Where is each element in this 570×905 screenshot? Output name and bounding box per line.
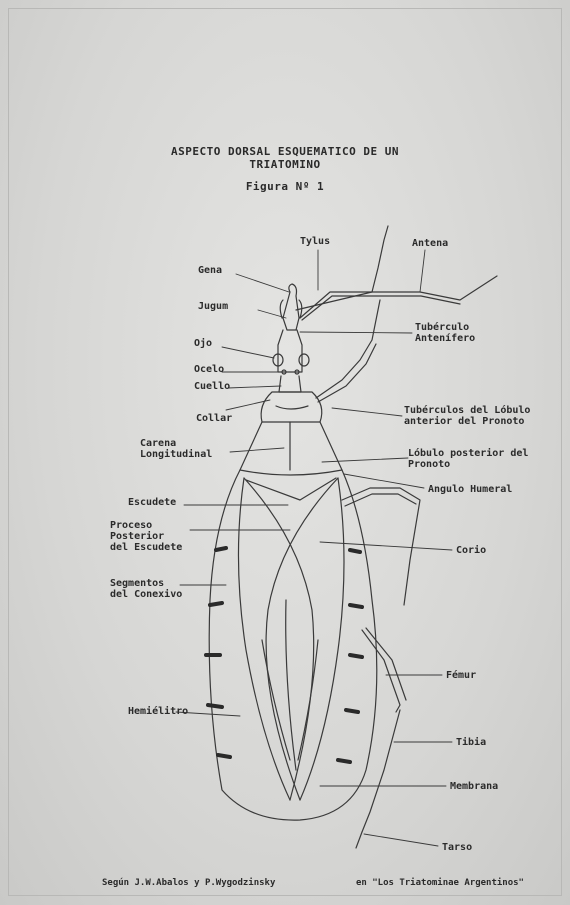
label-angulo-humeral: Angulo Humeral <box>428 484 512 495</box>
label-carena: Carena Longitudinal <box>140 438 212 460</box>
label-tuberculo-antenifero: Tubérculo Antenífero <box>415 322 475 344</box>
abdomen-outline <box>209 470 377 820</box>
hindleg-tarsus <box>356 832 362 848</box>
label-jugum: Jugum <box>198 301 228 312</box>
head-anteocular <box>278 330 302 372</box>
label-tibia: Tibia <box>456 737 486 748</box>
label-ojo: Ojo <box>194 338 212 349</box>
label-ocelo: Ocelo <box>194 364 224 375</box>
label-femur: Fémur <box>446 670 476 681</box>
label-proceso-posterior: Proceso Posterior del Escudete <box>110 520 182 553</box>
pronotum-anterior-lobe <box>261 392 322 422</box>
hemelytron-left <box>238 478 290 800</box>
hemelytron-right <box>300 478 344 800</box>
footer-authors: Según J.W.Abalos y P.Wygodzinsky <box>102 878 275 888</box>
pronotum-posterior-lobe <box>240 422 342 475</box>
label-tylus: Tylus <box>300 236 330 247</box>
label-gena: Gena <box>198 265 222 276</box>
connexivum-segments <box>206 548 362 762</box>
label-membrana: Membrana <box>450 781 498 792</box>
eye-right <box>299 354 309 366</box>
label-lobulo-posterior: Lóbulo posterior del Pronoto <box>408 448 528 470</box>
label-escudete: Escudete <box>128 497 176 508</box>
label-tuberculos-lobulo: Tubérculos del Lóbulo anterior del Prono… <box>404 405 530 427</box>
midleg-right <box>342 488 420 605</box>
hindleg-femur <box>362 630 400 712</box>
membrane-veins <box>262 600 318 770</box>
label-antena: Antena <box>412 238 448 249</box>
footer-source: en "Los Triatominae Argentinos" <box>356 878 524 888</box>
neck <box>279 376 301 392</box>
hindleg-tibia <box>362 710 400 832</box>
label-collar: Collar <box>196 413 232 424</box>
label-hemielitro: Hemiélitro <box>128 706 188 717</box>
label-cuello: Cuello <box>194 381 230 392</box>
label-corio: Corio <box>456 545 486 556</box>
label-segmentos-conexivo: Segmentos del Conexivo <box>110 578 182 600</box>
antenna-right <box>300 276 497 318</box>
label-tarso: Tarso <box>442 842 472 853</box>
